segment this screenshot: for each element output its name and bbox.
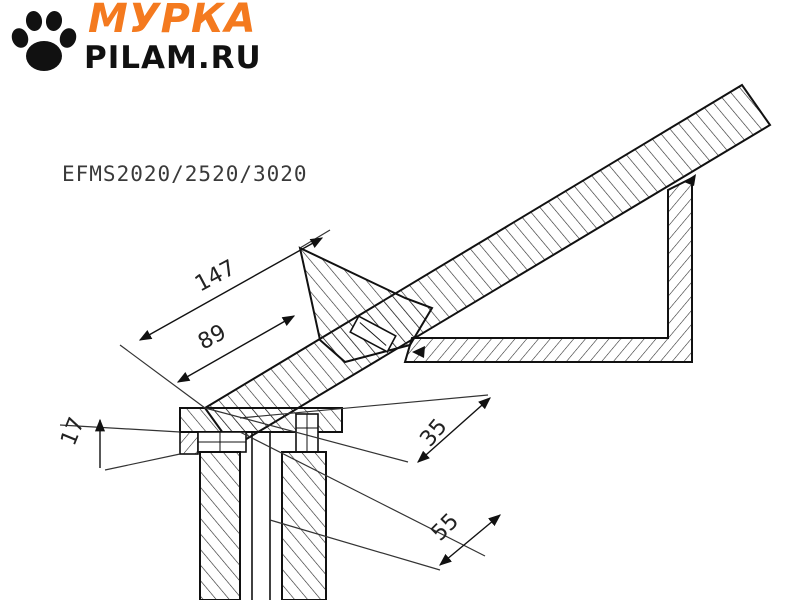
dimension-lines (94, 237, 501, 566)
model-label: EFMS2020/2520/3020 (62, 162, 308, 186)
dimension-17: 17 (56, 414, 90, 449)
angle-bracket (403, 174, 696, 363)
dimension-89: 89 (194, 320, 230, 355)
logo: МУРКА PILAM.RU (0, 0, 270, 80)
dimension-35: 35 (415, 414, 452, 452)
paw-icon (11, 11, 77, 71)
base-block (179, 407, 343, 455)
vertical-posts (199, 432, 327, 600)
brand-name: МУРКА (88, 0, 257, 42)
dimension-55: 55 (427, 509, 464, 546)
dimension-147: 147 (191, 256, 240, 298)
brand-site: PILAM.RU (84, 40, 262, 76)
